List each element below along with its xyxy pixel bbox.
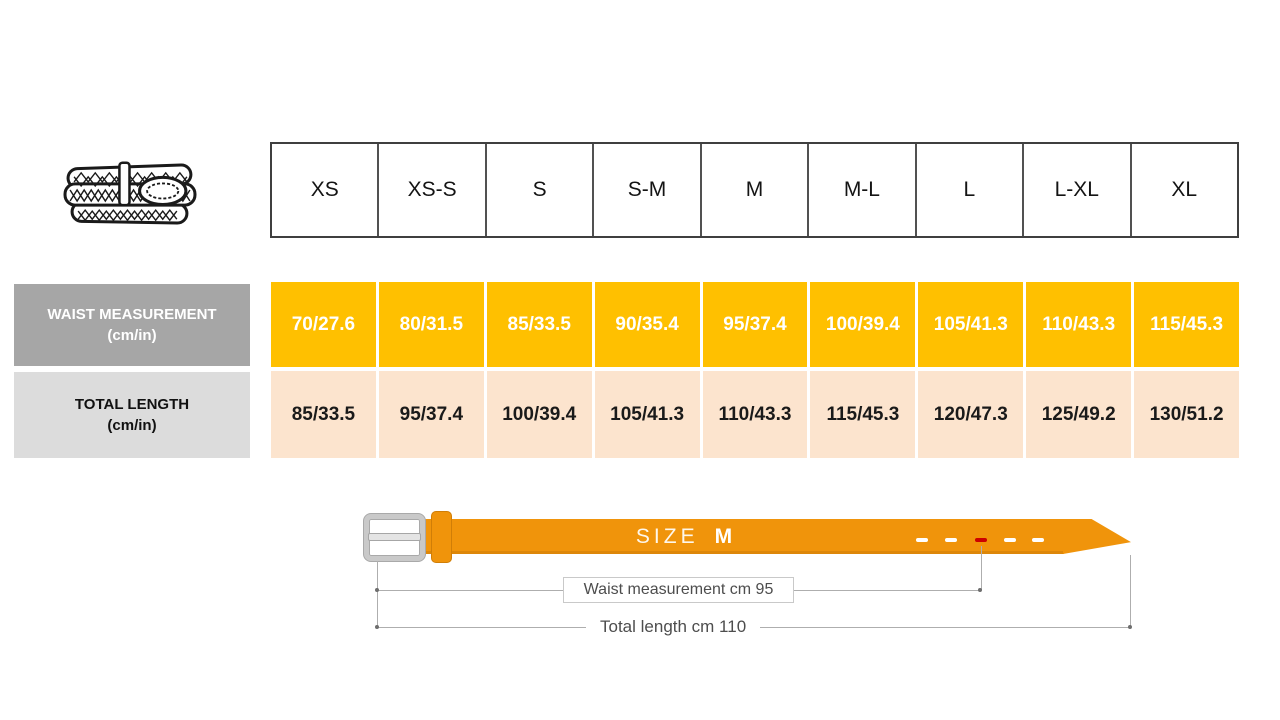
size-header-cell: XS-S	[377, 144, 484, 236]
size-header-cell: S	[484, 144, 592, 236]
waist-value-cell: 95/37.4	[702, 282, 808, 367]
length-value-cell: 100/39.4	[486, 371, 592, 458]
belt-hole	[1032, 538, 1044, 542]
belt-buckle-prong	[368, 533, 421, 541]
waist-value-cell: 100/39.4	[810, 282, 916, 367]
size-word: SIZE	[635, 524, 699, 548]
length-value-cell: 85/33.5	[271, 371, 376, 458]
tip-guide-line	[1130, 555, 1131, 627]
waist-value-cell: 80/31.5	[378, 282, 484, 367]
length-value-cell: 115/45.3	[810, 371, 916, 458]
size-value: M	[714, 524, 733, 548]
row-label-unit: (cm/in)	[107, 327, 157, 344]
belt-strap	[424, 519, 1064, 554]
length-value-cell: 125/49.2	[1026, 371, 1132, 458]
row-label-unit: (cm/in)	[107, 417, 157, 434]
row-label-text: WAIST MEASUREMENT	[47, 306, 217, 323]
waist-measurement-row-label: WAIST MEASUREMENT (cm/in)	[14, 284, 250, 366]
buckle-guide-line	[377, 561, 378, 628]
waist-value-cell: 110/43.3	[1026, 282, 1132, 367]
waist-value-cell: 105/41.3	[918, 282, 1024, 367]
line-end-dot	[978, 588, 982, 592]
length-value-cell: 95/37.4	[378, 371, 484, 458]
length-value-cell: 105/41.3	[594, 371, 700, 458]
total-length-row-label: TOTAL LENGTH (cm/in)	[14, 372, 250, 458]
waist-value-cell: 115/45.3	[1134, 282, 1240, 367]
belt-keeper-loop	[431, 511, 452, 563]
waist-value-cell: 85/33.5	[486, 282, 592, 367]
belt-hole-selected	[975, 538, 987, 542]
size-header-cell: S-M	[592, 144, 699, 236]
waist-value-cell: 90/35.4	[594, 282, 700, 367]
length-value-cell: 130/51.2	[1134, 371, 1240, 458]
size-header-row: XS XS-S S S-M M M-L L L-XL XL	[270, 142, 1239, 238]
size-header-cell: XS	[310, 178, 339, 201]
hole-guide-line	[981, 546, 982, 590]
size-header-cell: M-L	[807, 144, 914, 236]
line-end-dot	[375, 625, 379, 629]
size-header-cell: L	[914, 144, 1022, 236]
size-header-cell: L-XL	[1022, 144, 1129, 236]
size-header-cell: M	[699, 144, 807, 236]
belt-tip	[1063, 519, 1131, 554]
belt-hole	[916, 538, 928, 542]
line-end-dot	[375, 588, 379, 592]
length-value-cell: 110/43.3	[702, 371, 808, 458]
waist-value-cell: 70/27.6	[271, 282, 376, 367]
row-label-text: TOTAL LENGTH	[74, 396, 190, 413]
braided-belt-icon	[63, 161, 197, 225]
line-end-dot	[1128, 625, 1132, 629]
waist-measurement-annotation: Waist measurement cm 95	[563, 577, 794, 603]
total-length-row: 85/33.5 95/37.4 100/39.4 105/41.3 110/43…	[271, 371, 1240, 458]
waist-measurement-row: 70/27.6 80/31.5 85/33.5 90/35.4 95/37.4 …	[271, 282, 1240, 367]
belt-hole	[1004, 538, 1016, 542]
belt-hole	[945, 538, 957, 542]
length-value-cell: 120/47.3	[918, 371, 1024, 458]
total-length-annotation: Total length cm 110	[586, 616, 761, 638]
size-header-cell: XL	[1129, 144, 1237, 236]
belt-size-label: SIZE M	[424, 519, 944, 554]
